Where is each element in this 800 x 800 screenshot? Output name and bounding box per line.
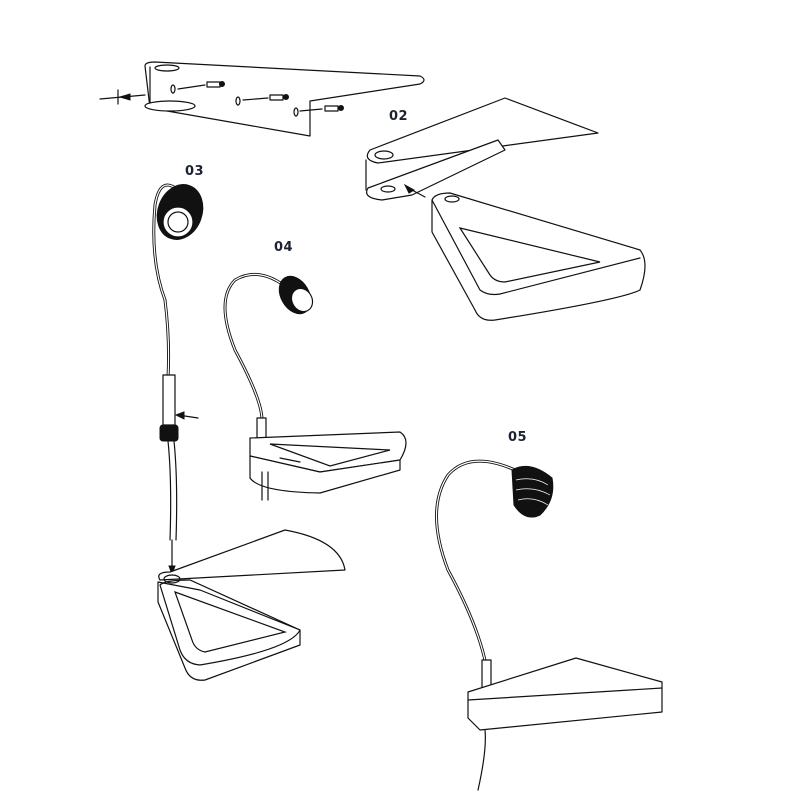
step-label-04: 04 — [274, 240, 294, 255]
lamp-04 — [223, 272, 407, 501]
wall-bracket-screws — [99, 61, 425, 137]
step-label-05: 05 — [508, 430, 528, 445]
shelf-03 — [157, 529, 346, 681]
step-label-03: 03 — [185, 164, 205, 179]
step-label-02: 02 — [389, 109, 409, 124]
lamp-03 — [152, 183, 204, 576]
lamp-05 — [435, 459, 663, 791]
shelf-bracket-02 — [365, 97, 646, 321]
